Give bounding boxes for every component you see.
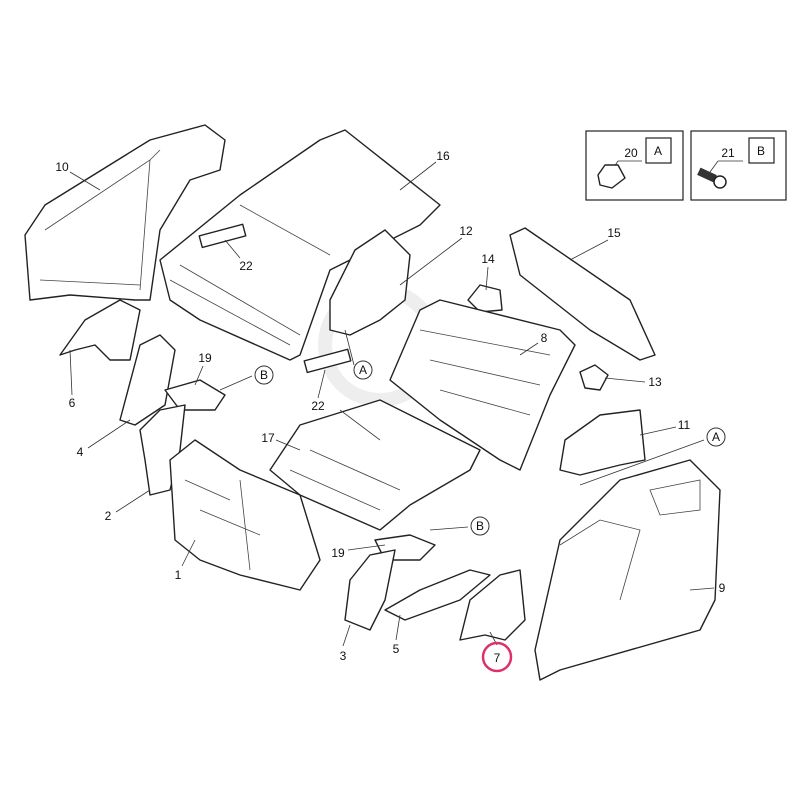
callout-8: 8 [541,331,548,345]
legend-box-b: B 21 [690,130,787,201]
callout-22-lower: 22 [311,399,325,413]
callout-5: 5 [393,642,400,656]
part-1-front-structure [169,439,321,591]
part-15-rear-panel [509,227,656,361]
callout-17: 17 [261,431,275,445]
ref-b-lower: B [470,516,490,536]
svg-text:B: B [757,144,765,158]
callout-13: 13 [648,375,662,389]
highlight-ring [481,641,513,673]
part-22-strip-upper [198,223,247,249]
part-22-strip-lower [303,348,352,374]
callout-14: 14 [481,252,495,266]
screw-21-icon [697,167,727,189]
part-17-front-floor [269,399,481,531]
callout-12: 12 [459,224,473,238]
callout-1: 1 [175,568,182,582]
callout-9: 9 [719,581,726,595]
callout-11: 11 [678,418,691,432]
callout-10: 10 [55,160,69,174]
legend-box-a: A 20 [585,130,684,201]
callout-15: 15 [607,226,621,240]
part-5-inner-bracket [384,569,491,621]
part-9-rear-side-panel [534,459,721,681]
ref-a-right: A [706,427,726,447]
part-8-rear-floor [389,299,576,471]
svg-text:20: 20 [624,146,638,160]
callout-3: 3 [340,649,347,663]
callout-6: 6 [69,396,76,410]
callout-19-lower: 19 [331,546,345,560]
svg-text:B: B [260,368,268,382]
svg-text:A: A [654,144,662,158]
part-10-side-frame [24,124,226,301]
callout-16: 16 [436,149,450,163]
callout-7[interactable]: 7 [494,651,501,665]
part-4-inner-panel [119,334,176,426]
clip-20-icon [597,164,626,189]
part-6-front-fender [59,299,141,361]
ref-b-upper: B [254,365,274,385]
callout-22-upper: 22 [239,259,253,273]
svg-text:21: 21 [721,146,735,160]
svg-text:A: A [712,430,720,444]
part-12-wheelhouse [329,229,411,336]
callout-19-upper: 19 [198,351,212,365]
svg-text:A: A [359,363,367,377]
part-7-rear-fender [459,569,526,641]
part-11-wheelhouse [559,409,646,476]
ref-a-middle: A [353,360,373,380]
callout-2: 2 [105,509,112,523]
svg-text:B: B [476,519,484,533]
part-13-bracket [579,364,609,391]
callout-4: 4 [77,445,84,459]
part-3-wheel-arch [344,549,396,631]
